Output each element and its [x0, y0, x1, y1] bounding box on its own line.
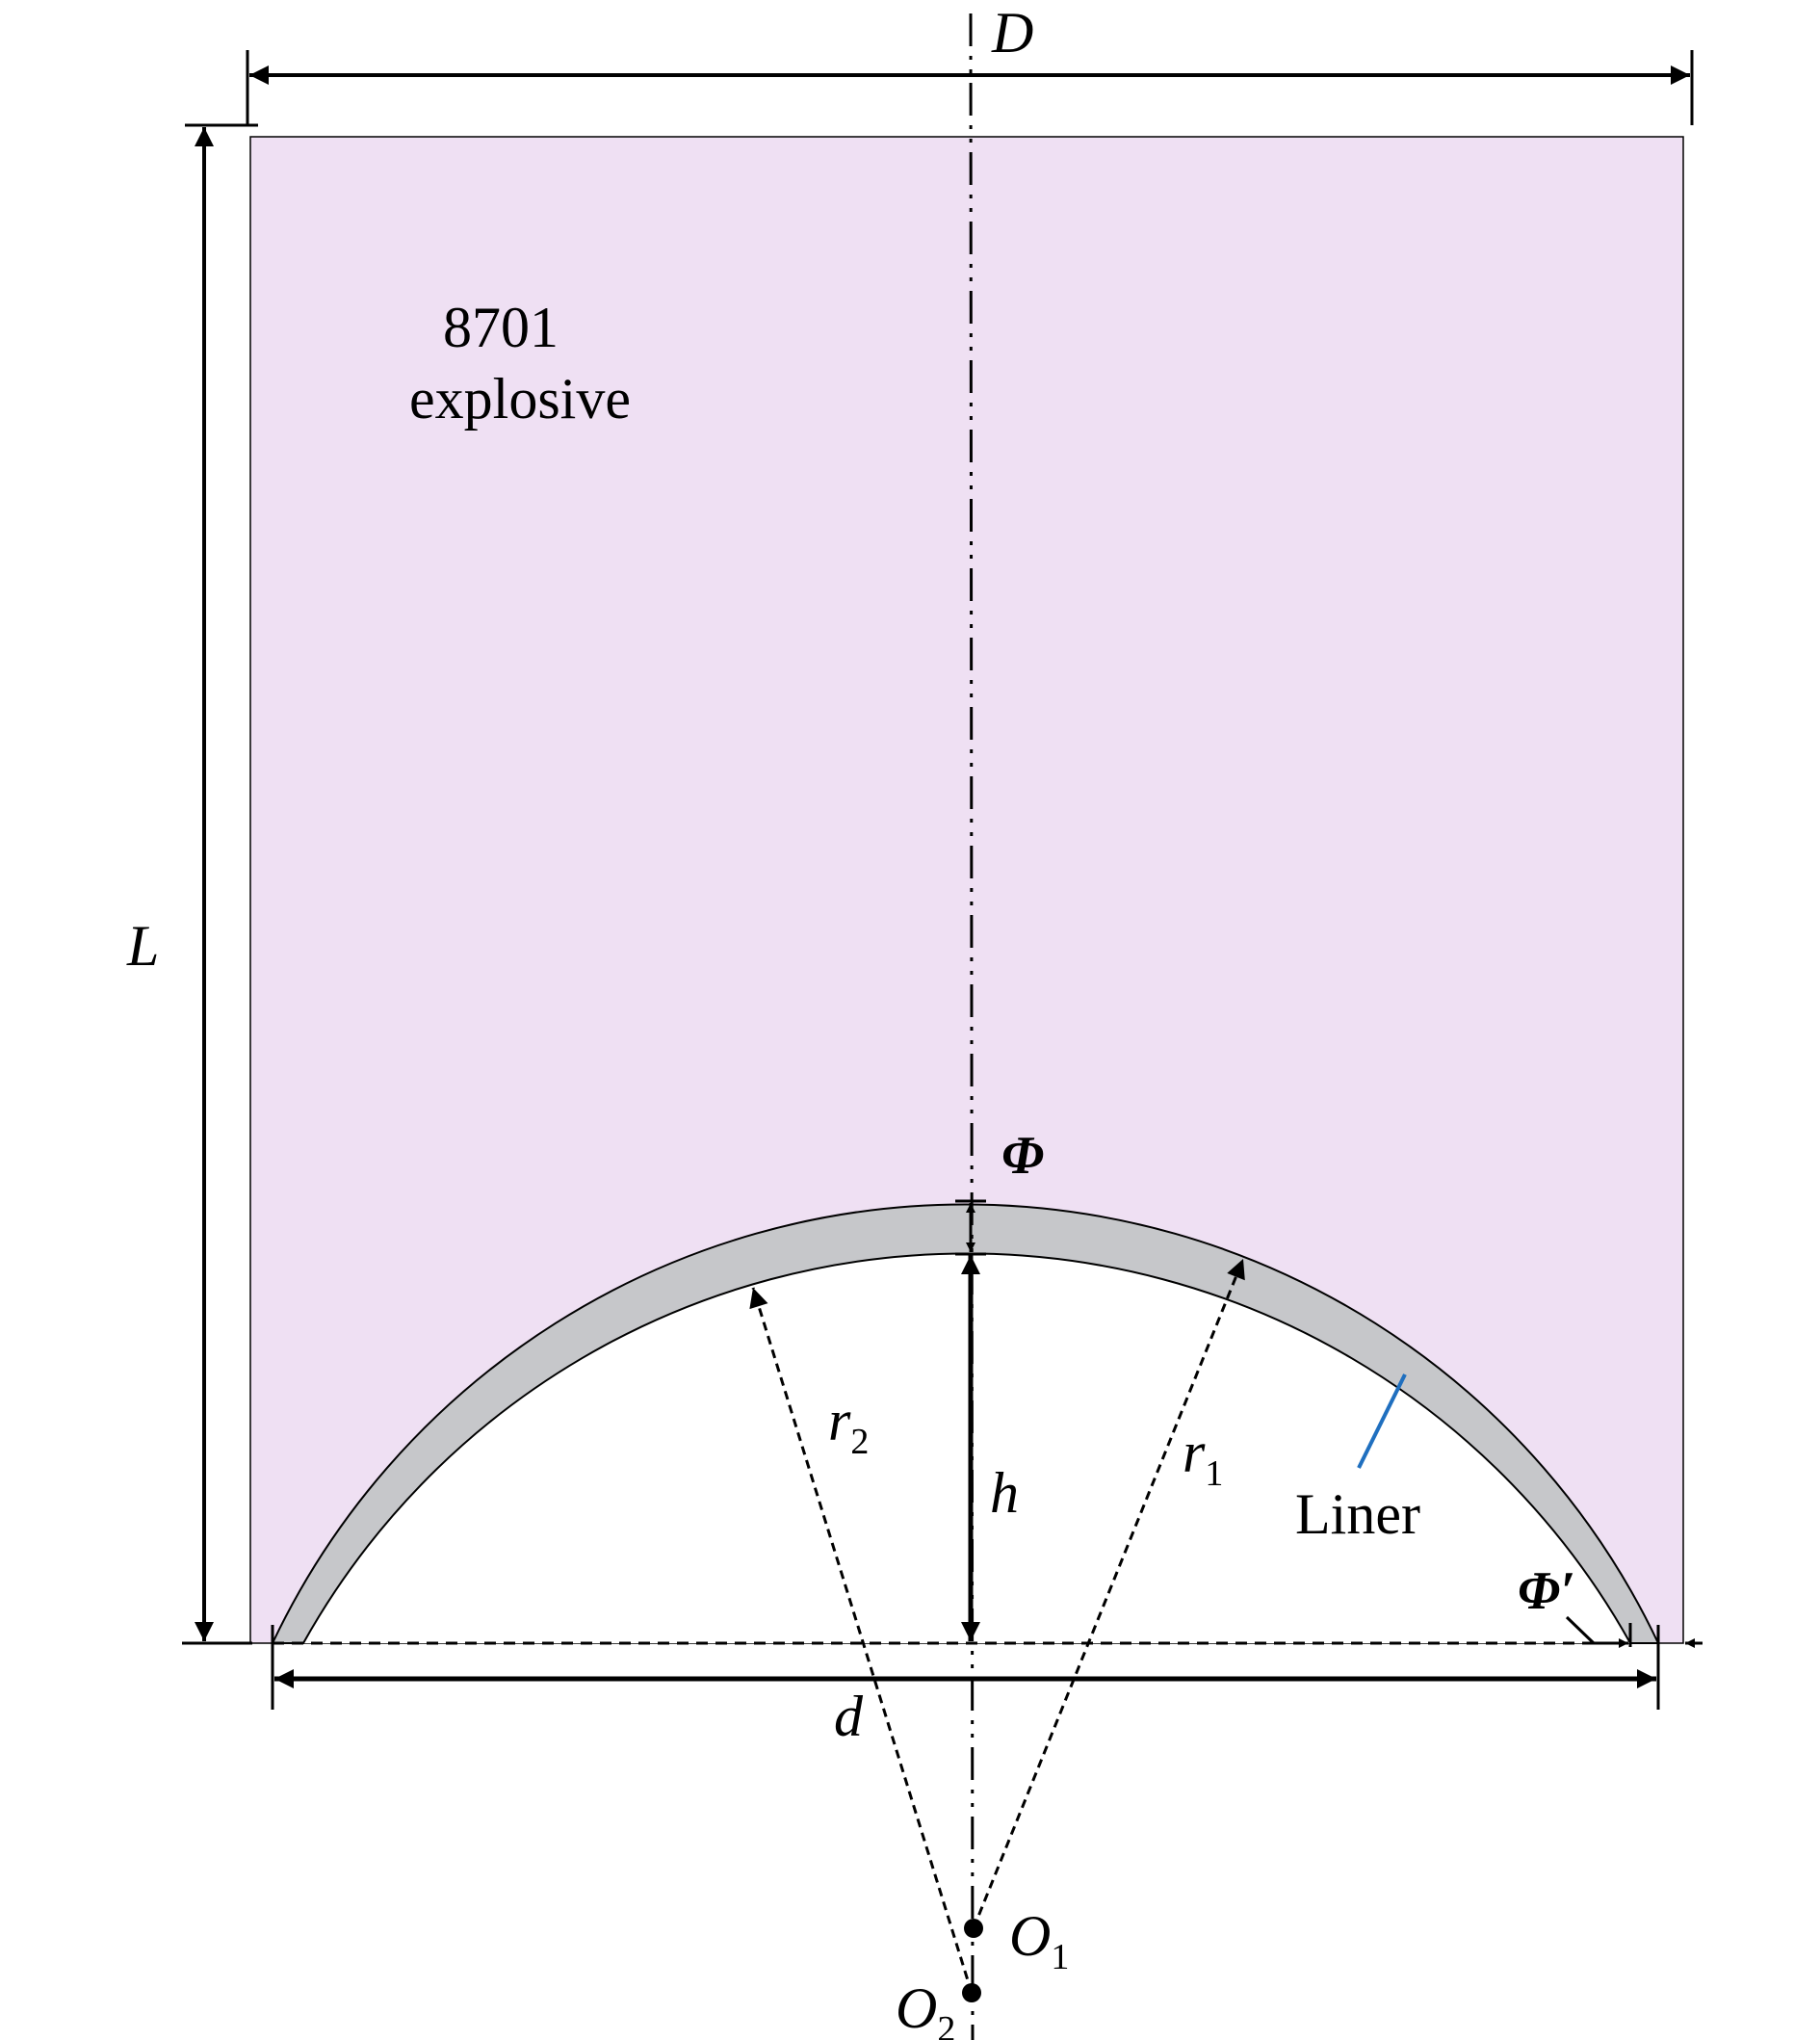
label-L: L — [126, 914, 159, 978]
label-r1: r1 — [1183, 1421, 1223, 1494]
label-d: d — [834, 1685, 864, 1748]
label-h: h — [990, 1461, 1019, 1525]
center-O1 — [964, 1919, 983, 1938]
label-liner: Liner — [1295, 1482, 1420, 1546]
label-D: D — [991, 1, 1033, 65]
explosive-name: 8701 — [443, 296, 559, 359]
axis-centerline — [969, 13, 975, 2040]
label-phi: Φ — [1001, 1126, 1044, 1186]
liner-leader — [1357, 1373, 1407, 1469]
phi-prime-leader — [1565, 1615, 1628, 1648]
center-O2 — [962, 1983, 981, 2002]
liner — [271, 1203, 1660, 1644]
label-r2: r2 — [828, 1389, 869, 1462]
radius-r2-line — [749, 1287, 974, 1994]
radius-r1-line — [972, 1258, 1245, 1929]
label-O2: O2 — [896, 1976, 955, 2040]
label-O1: O1 — [1009, 1904, 1069, 1977]
explosive-label: explosive — [409, 367, 631, 431]
label-phi-prime: Φ′ — [1518, 1561, 1575, 1621]
